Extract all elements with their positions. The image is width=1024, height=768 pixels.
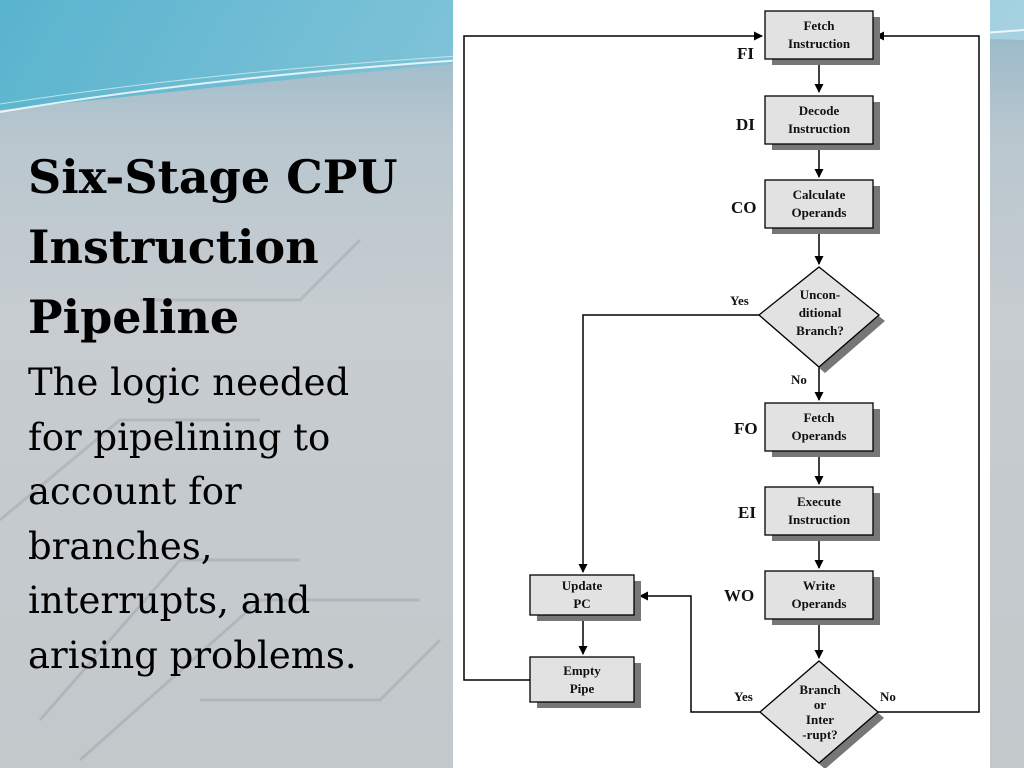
no-label: No (791, 372, 807, 387)
stage-abbr-wo: WO (724, 586, 754, 605)
stage-label-line: Fetch (803, 410, 835, 425)
side-box-label-line: Update (562, 578, 603, 593)
side-box-label-line: Pipe (570, 681, 595, 696)
title-line: Six-Stage CPU (28, 150, 398, 204)
arrow-empty-pipe-fetch (463, 31, 763, 681)
stage-box-decode-instruction: Decode Instruction (764, 95, 880, 150)
body-line: interrupts, and (28, 579, 311, 622)
yes-label: Yes (730, 293, 749, 308)
body-line: branches, (28, 524, 213, 568)
decision-label-line: Uncon- (800, 287, 840, 302)
diagram-panel (453, 0, 990, 768)
stage-abbr-co: CO (731, 198, 757, 217)
stage-abbreviations: FI DI CO FO EI WO (724, 44, 758, 605)
stage-label-line: Execute (797, 494, 841, 509)
decision-label-line: or (814, 697, 827, 712)
unconditional-branch-decision: Uncon- ditional Branch? (757, 266, 885, 373)
stage-label-line: Operands (792, 428, 847, 443)
stage-abbr-di: DI (736, 115, 755, 134)
side-box-label-line: PC (573, 596, 590, 611)
stage-label-line: Decode (799, 103, 840, 118)
stage-label-line: Fetch (803, 18, 835, 33)
body-line: for pipelining to (28, 415, 331, 459)
stage-box-calculate-operands: Calculate Operands (764, 179, 880, 234)
decision-label-line: Branch (799, 682, 841, 697)
body-line: account for (28, 470, 242, 513)
stage-label-line: Operands (792, 596, 847, 611)
stage-label-line: Operands (792, 205, 847, 220)
stage-label-line: Calculate (793, 187, 846, 202)
title-line: Pipeline (28, 290, 240, 344)
decision-branch-labels: Yes No Yes No (730, 293, 896, 704)
stage-label-line: Instruction (788, 121, 851, 136)
stage-box-fetch-instruction: Fetch Instruction (764, 10, 880, 65)
stage-box-execute-instruction: Execute Instruction (764, 486, 880, 541)
no-label: No (880, 689, 896, 704)
arrow-interrupt-no-fetch (875, 31, 980, 713)
update-pc-box: Update PC (529, 574, 641, 621)
decision-label-line: Inter (806, 712, 834, 727)
branch-or-interrupt-decision: Branch or Inter -rupt? (759, 660, 884, 768)
stage-abbr-fo: FO (734, 419, 758, 438)
body-line: The logic needed (28, 361, 350, 404)
yes-label: Yes (734, 689, 753, 704)
empty-pipe-box: Empty Pipe (529, 656, 641, 708)
flow-connectors (463, 31, 980, 713)
slide-title: Six-Stage CPU Instruction Pipeline (28, 142, 458, 352)
body-line: arising problems. (28, 633, 357, 677)
stage-abbr-fi: FI (737, 44, 754, 63)
stage-label-line: Instruction (788, 512, 851, 527)
arrow-branch-yes-update-pc (578, 314, 759, 573)
decision-label-line: Branch? (796, 323, 844, 338)
stage-box-fetch-operands: Fetch Operands (764, 402, 880, 457)
stage-box-write-operands: Write Operands (764, 570, 880, 625)
decision-label-line: -rupt? (802, 727, 837, 742)
side-box-label-line: Empty (563, 663, 601, 678)
decision-label-line: ditional (799, 305, 842, 320)
slide-body-text: The logic needed for pipelining to accou… (28, 356, 448, 683)
title-line: Instruction (28, 220, 319, 274)
stage-abbr-ei: EI (738, 503, 756, 522)
stage-label-line: Write (803, 578, 835, 593)
stage-label-line: Instruction (788, 36, 851, 51)
arrow-interrupt-yes-update-pc (639, 591, 760, 713)
